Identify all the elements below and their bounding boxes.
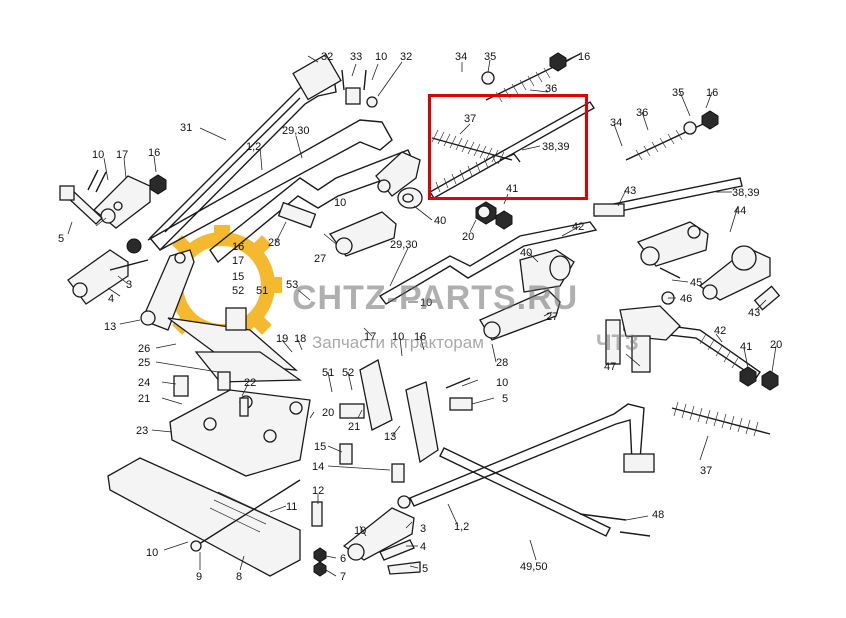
callout-10: 10	[375, 51, 387, 63]
callout-45: 45	[690, 277, 702, 289]
callout-51: 51	[256, 285, 268, 297]
callout-15: 15	[232, 271, 244, 283]
callout-40: 40	[520, 247, 532, 259]
callout-10: 10	[496, 377, 508, 389]
callout-10: 10	[420, 297, 432, 309]
callout-10: 10	[92, 149, 104, 161]
callout-5: 5	[422, 563, 428, 575]
callout-17: 17	[232, 255, 244, 267]
callout-16: 16	[578, 51, 590, 63]
callout-10: 10	[334, 197, 346, 209]
callout-27: 27	[546, 311, 558, 323]
callout-10: 10	[392, 331, 404, 343]
callout-32: 32	[321, 51, 333, 63]
callout-26: 26	[138, 343, 150, 355]
callout-29-30: 29,30	[282, 125, 310, 137]
callout-34: 34	[455, 51, 467, 63]
callout-3: 3	[126, 279, 132, 291]
callout-34: 34	[610, 117, 622, 129]
callout-25: 25	[138, 357, 150, 369]
callout-5: 5	[502, 393, 508, 405]
callout-11: 11	[286, 501, 297, 513]
callout-16: 16	[706, 87, 718, 99]
callout-29-30: 29,30	[390, 239, 418, 251]
callout-16: 16	[414, 331, 426, 343]
callout-9: 9	[196, 571, 202, 583]
highlight-box	[428, 94, 588, 200]
callout-20: 20	[770, 339, 782, 351]
callout-20: 20	[322, 407, 334, 419]
callout-14: 14	[312, 461, 324, 473]
callout-22: 22	[244, 377, 256, 389]
callout-37: 37	[464, 113, 476, 125]
callout-53: 53	[286, 279, 298, 291]
callout-17: 17	[364, 331, 376, 343]
watermark-brand: ЧТЗ	[596, 330, 639, 355]
callout-21: 21	[348, 421, 360, 433]
callout-52: 52	[342, 367, 354, 379]
callout-24: 24	[138, 377, 150, 389]
callout-38-39: 38,39	[732, 187, 760, 199]
callout-16: 16	[148, 147, 160, 159]
callout-27: 27	[314, 253, 326, 265]
watermark-subtitle: Запчасти к тракторам	[312, 333, 484, 352]
callout-38-39: 38,39	[542, 141, 570, 153]
callout-41: 41	[740, 341, 752, 353]
callout-49-50: 49,50	[520, 561, 548, 573]
callout-7: 7	[340, 571, 346, 583]
callout-5: 5	[58, 233, 64, 245]
callout-1-2: 1,2	[454, 521, 469, 533]
callout-32: 32	[400, 51, 412, 63]
callout-17: 17	[116, 149, 128, 161]
callout-28: 28	[268, 237, 280, 249]
callout-labels: 32 33 10 32 34 35 16 36 37 38,39 41 31 1…	[58, 51, 782, 583]
callout-6: 6	[340, 553, 346, 565]
callout-4: 4	[108, 293, 114, 305]
callout-35: 35	[484, 51, 496, 63]
callout-42: 42	[714, 325, 726, 337]
callout-23: 23	[136, 425, 148, 437]
callout-1-2: 1,2	[246, 141, 261, 153]
callout-46: 46	[680, 293, 692, 305]
callout-51: 51	[322, 367, 334, 379]
callout-12: 12	[312, 485, 324, 497]
callout-20: 20	[462, 231, 474, 243]
callout-41: 41	[506, 183, 518, 195]
watermark-title: CHTZ-PARTS.RU	[292, 279, 579, 317]
parts-drawing	[59, 52, 781, 577]
callout-21: 21	[138, 393, 150, 405]
callout-19: 19	[276, 333, 288, 345]
callout-13: 13	[384, 431, 396, 443]
callout-44: 44	[734, 205, 746, 217]
callout-31: 31	[180, 122, 192, 134]
callout-13: 13	[104, 321, 116, 333]
callout-33: 33	[350, 51, 362, 63]
callout-40: 40	[434, 215, 446, 227]
callout-3: 3	[420, 523, 426, 535]
callout-8: 8	[236, 571, 242, 583]
callout-52: 52	[232, 285, 244, 297]
callout-28: 28	[496, 357, 508, 369]
callout-16: 16	[232, 241, 244, 253]
callout-47: 47	[604, 361, 616, 373]
callout-15: 15	[314, 441, 326, 453]
callout-42: 42	[572, 221, 584, 233]
callout-18: 18	[294, 333, 306, 345]
leader-lines	[67, 55, 777, 577]
callout-37: 37	[700, 465, 712, 477]
callout-36: 36	[636, 107, 648, 119]
callout-10: 10	[354, 525, 366, 537]
callout-35: 35	[672, 87, 684, 99]
callout-48: 48	[652, 509, 664, 521]
callout-43: 43	[748, 307, 760, 319]
callout-4: 4	[420, 541, 426, 553]
callout-10: 10	[146, 547, 158, 559]
callout-36: 36	[545, 83, 557, 95]
callout-43: 43	[624, 185, 636, 197]
